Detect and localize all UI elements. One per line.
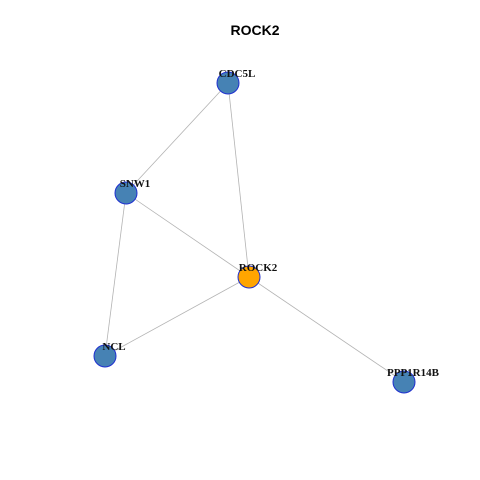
edge-cdc5l-snw1 xyxy=(125,82,229,194)
edge-snw1-rock2 xyxy=(125,192,250,278)
node-ppp1r14b[interactable] xyxy=(392,370,416,394)
edge-cdc5l-rock2 xyxy=(227,82,250,278)
node-label-ncl: NCL xyxy=(102,341,125,353)
node-cdc5l[interactable] xyxy=(216,71,240,95)
node-rock2[interactable] xyxy=(237,265,261,289)
diagram-title: ROCK2 xyxy=(230,22,279,38)
edge-rock2-ncl xyxy=(104,276,250,357)
edge-snw1-ncl xyxy=(104,192,127,357)
edge-rock2-ppp1r14b xyxy=(248,276,405,383)
node-label-ppp1r14b: PPP1R14B xyxy=(387,367,440,379)
node-label-cdc5l: CDC5L xyxy=(219,68,256,80)
edges-layer xyxy=(104,82,405,383)
node-label-rock2: ROCK2 xyxy=(239,262,278,274)
node-snw1[interactable] xyxy=(114,181,138,205)
node-label-snw1: SNW1 xyxy=(120,178,151,190)
node-ncl[interactable] xyxy=(93,344,117,368)
nodes-layer xyxy=(93,71,416,394)
